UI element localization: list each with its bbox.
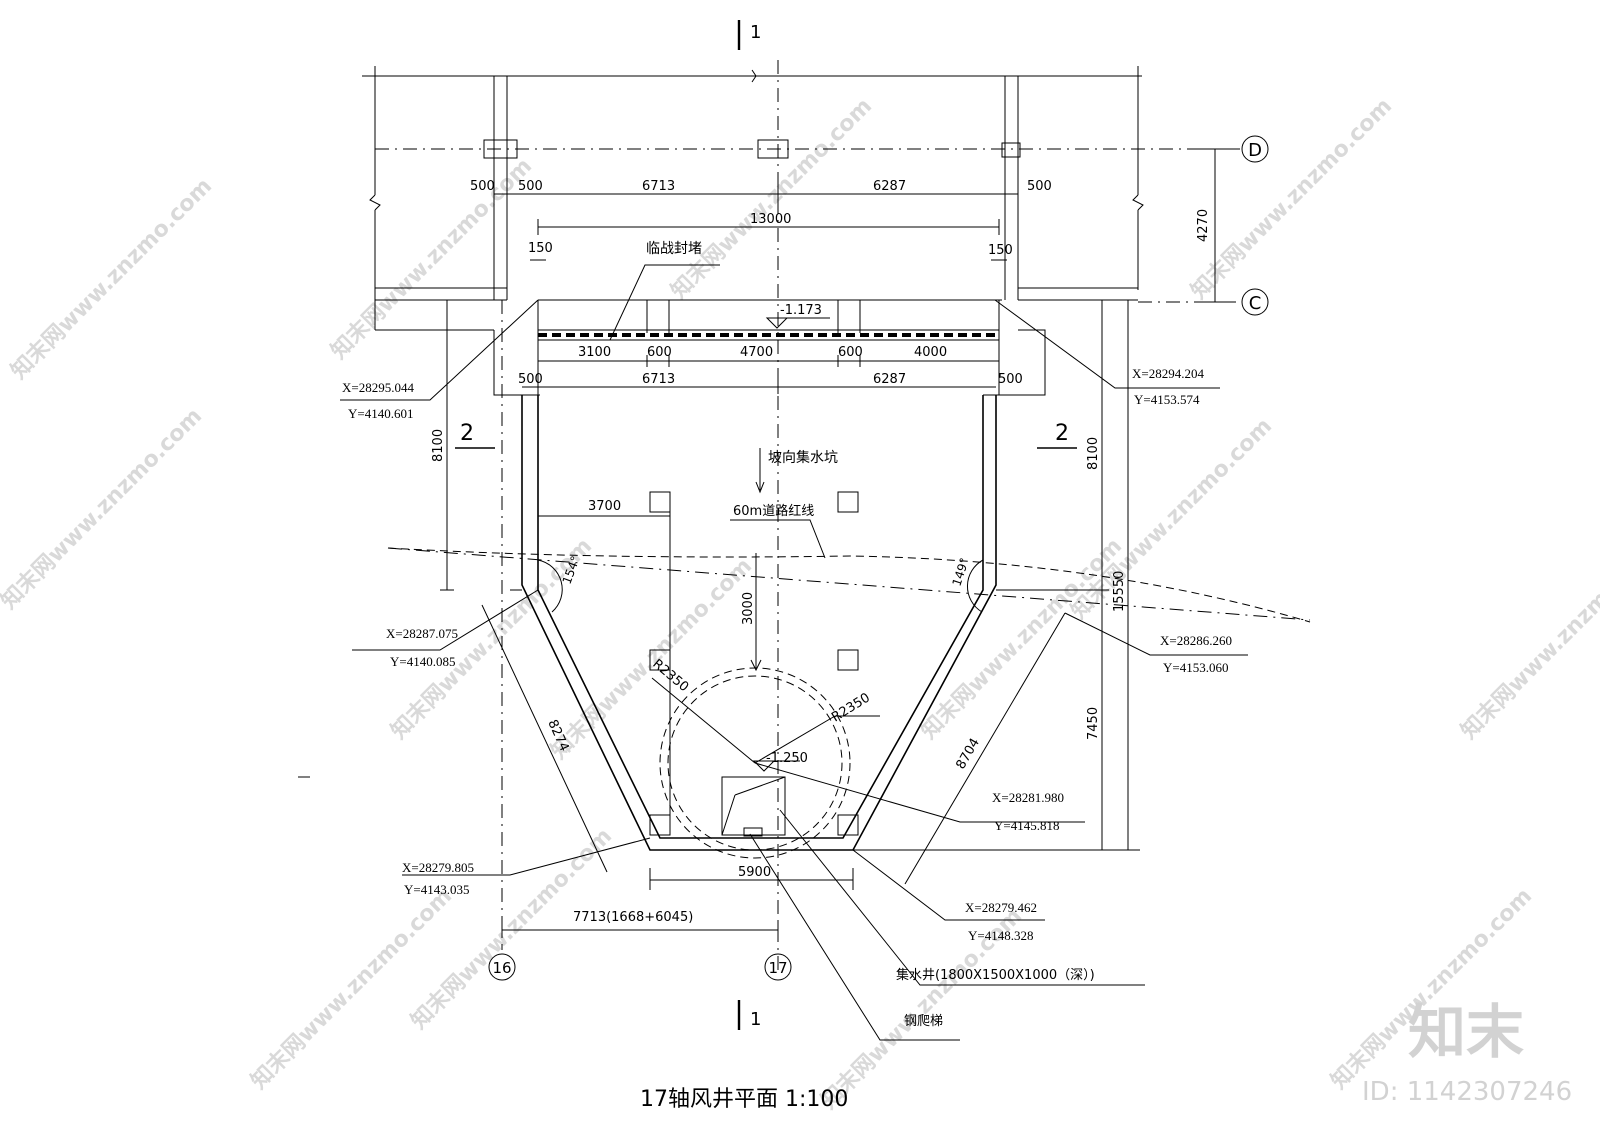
coord-p5-y: Y=4145.818 [994, 818, 1059, 833]
coord-p4-x: X=28286.260 [1160, 633, 1232, 648]
section-mark-right: 2 [1055, 421, 1069, 446]
section-mark-top: 1 [750, 22, 761, 43]
dim-3700: 3700 [588, 499, 621, 514]
label-redline: 60m道路红线 [733, 503, 814, 519]
upper-structure [362, 66, 1215, 396]
axis-bubble-17: 17 [768, 959, 787, 977]
label-slope: 坡向集水坑 [768, 449, 838, 466]
dim-150-right: 150 [988, 243, 1013, 258]
coordinate-leaders [340, 264, 1248, 1041]
dim-4700: 4700 [740, 345, 773, 360]
watermark-text: 知末网www.znzmo.com [326, 153, 537, 364]
dim-6287-top: 6287 [873, 179, 906, 194]
coord-p3-y: Y=4140.085 [390, 654, 455, 669]
label-sump-pit: 集水井(1800X1500X1000（深）) [896, 967, 1095, 983]
watermark-group: 知末网www.znzmo.com 知末网www.znzmo.com 知末网www… [0, 93, 1600, 1114]
watermark-text: 知末网www.znzmo.com [0, 403, 207, 614]
dim-600-b: 600 [838, 345, 863, 360]
dim-3000: 3000 [741, 592, 756, 625]
axis-lines [387, 60, 1311, 975]
coord-p6-y: Y=4143.035 [404, 882, 469, 897]
label-ladder: 钢爬梯 [904, 1014, 943, 1029]
brand-logo: 知末 [1408, 998, 1524, 1066]
watermark-text: 知末网www.znzmo.com [6, 173, 217, 384]
dim-6287-mid: 6287 [873, 372, 906, 387]
dim-500-left: 500 [470, 179, 495, 194]
axis-bubble-16: 16 [492, 959, 511, 977]
dim-6713-top: 6713 [642, 179, 675, 194]
brand-id: ID: 1142307246 [1362, 1077, 1572, 1107]
dim-4000: 4000 [914, 345, 947, 360]
dim-500-inner: 500 [518, 179, 543, 194]
coord-p1-x: X=28295.044 [342, 380, 414, 395]
watermark-text: 知末网www.znzmo.com [246, 883, 457, 1094]
dim-600-a: 600 [647, 345, 672, 360]
coord-p2-y: Y=4153.574 [1134, 392, 1200, 407]
dim-8100-left: 8100 [431, 429, 446, 462]
dim-3100: 3100 [578, 345, 611, 360]
section-marks: 1 1 2 2 [298, 20, 1077, 1030]
dim-500-mid-left: 500 [518, 372, 543, 387]
dim-500-mid-right: 500 [998, 372, 1023, 387]
dim-150-left: 150 [528, 241, 553, 256]
coord-p5-x: X=28281.980 [992, 790, 1064, 805]
watermark-text: 知末网www.znzmo.com [1186, 93, 1397, 304]
dim-7450: 7450 [1086, 707, 1101, 740]
dim-r2350-b: R2350 [829, 690, 873, 725]
dim-15550: 15550 [1112, 571, 1127, 612]
coord-p7-x: X=28279.462 [965, 900, 1037, 915]
coord-p3-x: X=28287.075 [386, 626, 458, 641]
dim-5900: 5900 [738, 865, 771, 880]
coord-p6-x: X=28279.805 [402, 860, 474, 875]
coord-p2-x: X=28294.204 [1132, 366, 1204, 381]
coord-p4-y: Y=4153.060 [1163, 660, 1228, 675]
watermark-text: 知末网www.znzmo.com [1456, 533, 1600, 744]
annotation-labels: 临战封堵 -1.173 -1.250 坡向集水坑 60m道路红线 集水井(180… [646, 241, 1095, 1029]
label-elevation-sump: -1.250 [766, 751, 808, 766]
axis-bubbles: D C 16 17 [488, 135, 1269, 981]
axis-bubble-c: C [1249, 293, 1262, 314]
label-temp-seal: 临战封堵 [646, 241, 702, 257]
coordinate-texts: X=28295.044 Y=4140.601 X=28294.204 Y=415… [342, 366, 1232, 943]
coord-p1-y: Y=4140.601 [348, 406, 413, 421]
coord-p7-y: Y=4148.328 [968, 928, 1033, 943]
dim-8100-right: 8100 [1086, 437, 1101, 470]
dimension-lines [440, 148, 1222, 938]
section-mark-bottom: 1 [750, 1009, 761, 1030]
dim-6713-mid: 6713 [642, 372, 675, 387]
section-mark-left: 2 [460, 421, 474, 446]
dim-13000: 13000 [750, 212, 791, 227]
dim-7713: 7713(1668+6045) [573, 910, 693, 925]
dim-8704: 8704 [953, 736, 983, 772]
drawing-title: 17轴风井平面 1:100 [640, 1087, 848, 1112]
dimension-texts: 500 500 6713 6287 500 13000 150 150 4270… [431, 179, 1211, 925]
dim-500-right: 500 [1027, 179, 1052, 194]
axis-bubble-d: D [1248, 140, 1262, 161]
angle-149: 149° [950, 556, 972, 588]
watermark-text: 知末网www.znzmo.com [546, 553, 757, 764]
watermark-text: 知末网www.znzmo.com [666, 93, 877, 304]
dim-4270: 4270 [1196, 209, 1211, 242]
label-elevation-top: -1.173 [780, 303, 822, 318]
